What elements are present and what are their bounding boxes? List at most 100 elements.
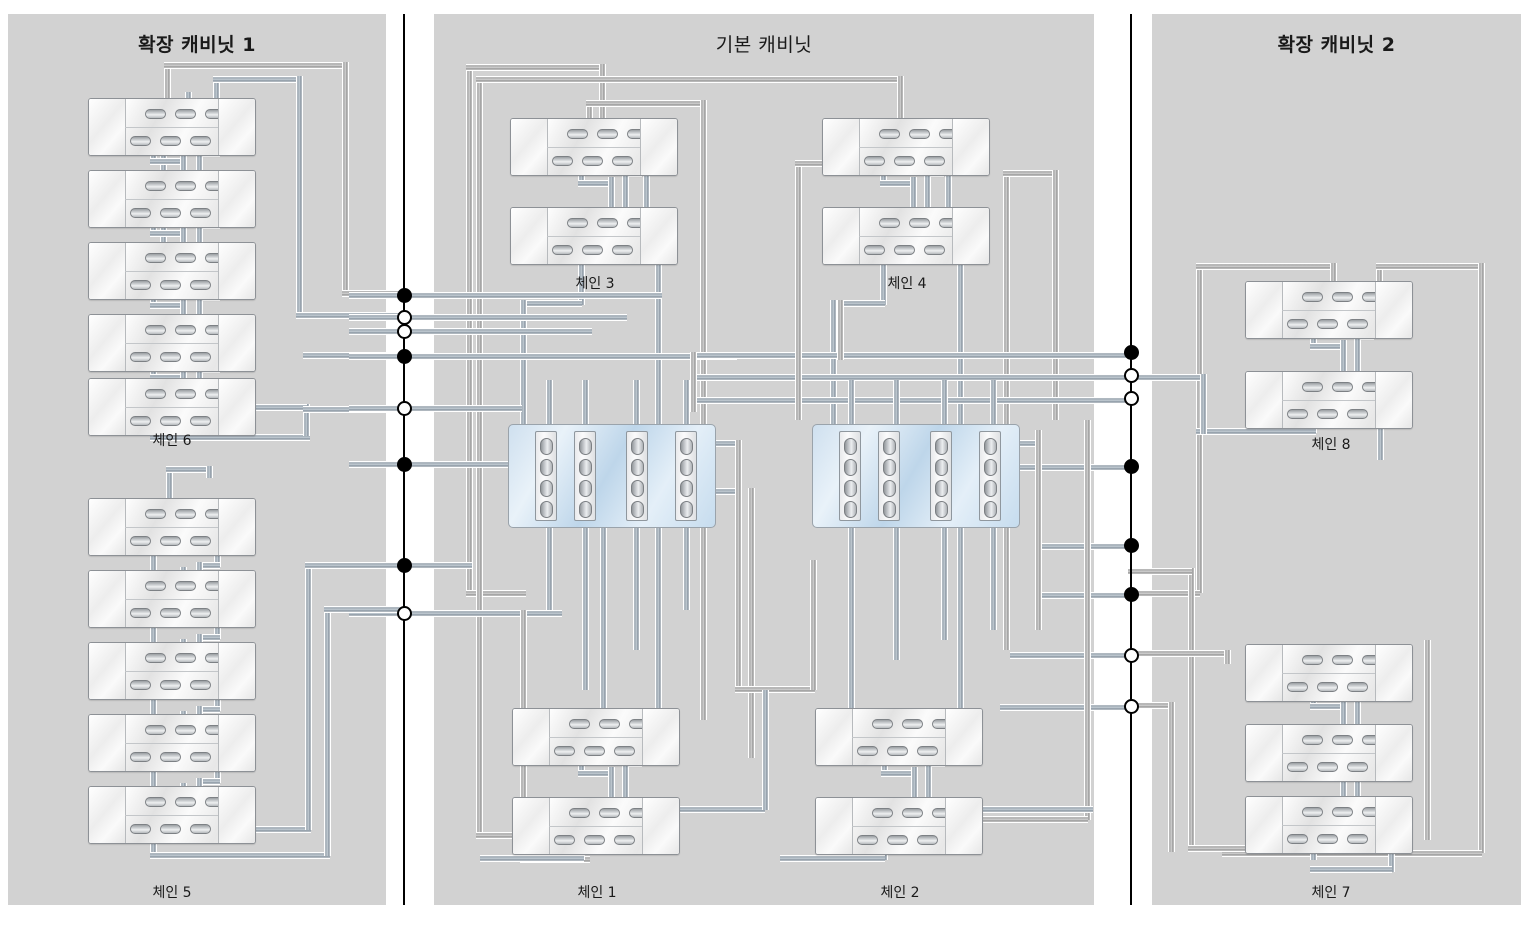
hba-card[interactable] xyxy=(626,431,648,521)
shelf-port[interactable] xyxy=(160,208,181,218)
hba-port[interactable] xyxy=(680,438,693,455)
shelf-port[interactable] xyxy=(1302,382,1323,392)
shelf-port[interactable] xyxy=(1317,409,1338,419)
shelf-port[interactable] xyxy=(1287,762,1308,772)
shelf-port[interactable] xyxy=(1287,409,1308,419)
shelf-port[interactable] xyxy=(145,581,166,591)
shelf-port[interactable] xyxy=(894,156,915,166)
hba-port[interactable] xyxy=(631,438,644,455)
disk-shelf[interactable] xyxy=(512,797,680,855)
shelf-port[interactable] xyxy=(552,245,573,255)
shelf-port[interactable] xyxy=(1302,655,1323,665)
shelf-port[interactable] xyxy=(130,352,151,362)
shelf-port[interactable] xyxy=(894,245,915,255)
hba-port[interactable] xyxy=(631,501,644,518)
shelf-port[interactable] xyxy=(130,136,151,146)
hba-card[interactable] xyxy=(839,431,861,521)
shelf-port[interactable] xyxy=(1347,682,1368,692)
shelf-port[interactable] xyxy=(175,581,196,591)
shelf-port[interactable] xyxy=(599,808,620,818)
shelf-port[interactable] xyxy=(190,824,211,834)
disk-shelf[interactable] xyxy=(1245,796,1413,854)
shelf-port[interactable] xyxy=(1332,382,1353,392)
shelf-port[interactable] xyxy=(1302,807,1323,817)
shelf-port[interactable] xyxy=(582,156,603,166)
shelf-port[interactable] xyxy=(1317,319,1338,329)
shelf-port[interactable] xyxy=(569,808,590,818)
shelf-port[interactable] xyxy=(190,352,211,362)
hba-port[interactable] xyxy=(883,480,896,497)
hba-port[interactable] xyxy=(844,501,857,518)
shelf-port[interactable] xyxy=(1317,762,1338,772)
shelf-port[interactable] xyxy=(190,680,211,690)
shelf-port[interactable] xyxy=(145,253,166,263)
shelf-port[interactable] xyxy=(1317,682,1338,692)
shelf-port[interactable] xyxy=(175,389,196,399)
hba-port[interactable] xyxy=(579,501,592,518)
shelf-port[interactable] xyxy=(190,536,211,546)
hba-port[interactable] xyxy=(540,480,553,497)
shelf-port[interactable] xyxy=(175,653,196,663)
shelf-port[interactable] xyxy=(909,129,930,139)
shelf-port[interactable] xyxy=(160,608,181,618)
shelf-port[interactable] xyxy=(864,245,885,255)
shelf-port[interactable] xyxy=(902,719,923,729)
shelf-port[interactable] xyxy=(584,835,605,845)
shelf-port[interactable] xyxy=(1302,735,1323,745)
hba-card[interactable] xyxy=(675,431,697,521)
shelf-port[interactable] xyxy=(175,797,196,807)
disk-shelf[interactable] xyxy=(815,708,983,766)
shelf-port[interactable] xyxy=(879,129,900,139)
shelf-port[interactable] xyxy=(175,725,196,735)
shelf-port[interactable] xyxy=(614,835,635,845)
hba-card[interactable] xyxy=(574,431,596,521)
disk-shelf[interactable] xyxy=(88,498,256,556)
hba-card[interactable] xyxy=(930,431,952,521)
hba-port[interactable] xyxy=(935,501,948,518)
disk-shelf[interactable] xyxy=(88,714,256,772)
shelf-port[interactable] xyxy=(1287,682,1308,692)
shelf-port[interactable] xyxy=(924,245,945,255)
shelf-port[interactable] xyxy=(190,416,211,426)
shelf-port[interactable] xyxy=(1332,807,1353,817)
hba-port[interactable] xyxy=(680,501,693,518)
hba-port[interactable] xyxy=(540,501,553,518)
hba-port[interactable] xyxy=(579,459,592,476)
shelf-port[interactable] xyxy=(130,608,151,618)
shelf-port[interactable] xyxy=(130,680,151,690)
controller-2[interactable] xyxy=(812,424,1020,528)
shelf-port[interactable] xyxy=(1302,292,1323,302)
shelf-port[interactable] xyxy=(145,509,166,519)
shelf-port[interactable] xyxy=(1287,834,1308,844)
shelf-port[interactable] xyxy=(145,797,166,807)
shelf-port[interactable] xyxy=(582,245,603,255)
hba-port[interactable] xyxy=(631,459,644,476)
shelf-port[interactable] xyxy=(1347,409,1368,419)
shelf-port[interactable] xyxy=(190,752,211,762)
controller-1[interactable] xyxy=(508,424,716,528)
shelf-port[interactable] xyxy=(1317,834,1338,844)
hba-port[interactable] xyxy=(883,501,896,518)
hba-port[interactable] xyxy=(680,459,693,476)
disk-shelf[interactable] xyxy=(512,708,680,766)
shelf-port[interactable] xyxy=(1332,292,1353,302)
disk-shelf[interactable] xyxy=(510,118,678,176)
disk-shelf[interactable] xyxy=(822,207,990,265)
disk-shelf[interactable] xyxy=(88,378,256,436)
shelf-port[interactable] xyxy=(917,746,938,756)
disk-shelf[interactable] xyxy=(88,570,256,628)
hba-port[interactable] xyxy=(540,438,553,455)
hba-port[interactable] xyxy=(844,459,857,476)
hba-port[interactable] xyxy=(844,480,857,497)
disk-shelf[interactable] xyxy=(510,207,678,265)
shelf-port[interactable] xyxy=(130,752,151,762)
shelf-port[interactable] xyxy=(190,136,211,146)
shelf-port[interactable] xyxy=(614,746,635,756)
hba-port[interactable] xyxy=(984,459,997,476)
shelf-port[interactable] xyxy=(190,608,211,618)
shelf-port[interactable] xyxy=(130,824,151,834)
shelf-port[interactable] xyxy=(160,680,181,690)
disk-shelf[interactable] xyxy=(1245,724,1413,782)
shelf-port[interactable] xyxy=(857,835,878,845)
shelf-port[interactable] xyxy=(612,245,633,255)
